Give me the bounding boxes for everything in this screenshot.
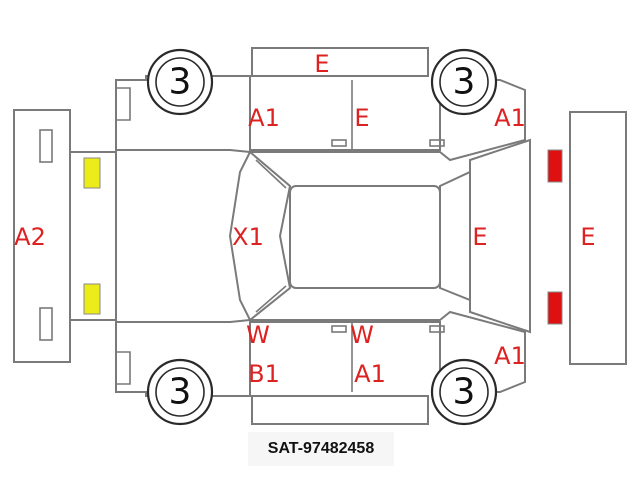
rear-bumper-panel xyxy=(569,111,627,365)
roof-rail-bottom xyxy=(251,395,429,425)
tire-front-right: 3 xyxy=(146,358,214,426)
code-rear-door-left: E xyxy=(354,104,369,132)
rear-deck-panel xyxy=(469,138,531,334)
tire-front-left: 3 xyxy=(146,48,214,116)
right-front-fender xyxy=(116,351,131,385)
tire-rear-left-label: 3 xyxy=(453,62,476,103)
front-bumper-notch-bottom xyxy=(39,307,53,341)
tire-front-left-label: 3 xyxy=(169,62,192,103)
tire-front-right-label: 3 xyxy=(169,372,192,413)
door-handle-top-front xyxy=(331,139,347,147)
left-front-fender xyxy=(116,87,131,121)
headlight-left xyxy=(83,157,101,189)
front-bumper-panel xyxy=(13,109,71,363)
code-front-glass-bottom: W xyxy=(246,321,270,349)
code-rear-bumper: E xyxy=(580,223,595,251)
roof-rail-top xyxy=(251,47,429,77)
windshield-panel xyxy=(228,150,292,322)
door-handle-bottom-front xyxy=(331,325,347,333)
code-front-bumper: A2 xyxy=(14,223,46,251)
code-quarter-bottom: A1 xyxy=(494,342,526,370)
taillight-left xyxy=(547,149,563,183)
code-front-door-bottom: B1 xyxy=(248,360,280,388)
taillight-right xyxy=(547,291,563,325)
door-handle-top-rear xyxy=(429,139,445,147)
code-roof-left: E xyxy=(314,50,329,78)
code-rear-window: E xyxy=(472,223,487,251)
code-front-door-left: A1 xyxy=(248,104,280,132)
windshield-inner-b xyxy=(255,285,287,313)
headlight-right xyxy=(83,283,101,315)
tire-rear-right-label: 3 xyxy=(453,372,476,413)
roof-panel xyxy=(289,185,441,289)
tire-rear-left: 3 xyxy=(430,48,498,116)
code-rear-glass-bottom: W xyxy=(350,321,374,349)
front-bumper-notch-top xyxy=(39,129,53,163)
windshield-inner xyxy=(255,159,287,189)
code-windshield: X1 xyxy=(232,223,264,251)
door-handle-bottom-rear xyxy=(429,325,445,333)
code-rear-door-bottom: A1 xyxy=(354,360,386,388)
code-quarter-left: A1 xyxy=(494,104,526,132)
tire-rear-right: 3 xyxy=(430,358,498,426)
rear-window-panel xyxy=(439,170,471,302)
stock-number-caption: SAT-97482458 xyxy=(248,432,394,466)
